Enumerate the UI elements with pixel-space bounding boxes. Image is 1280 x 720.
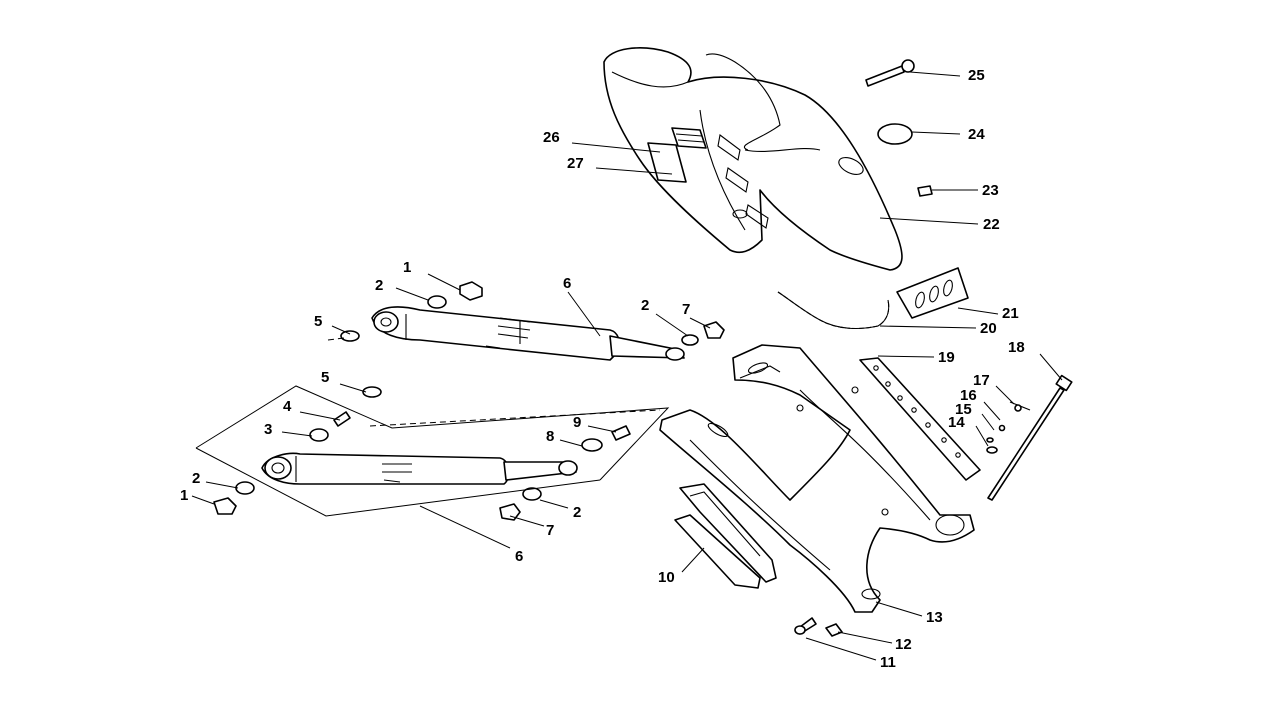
callout-15: 15 [955, 401, 972, 418]
callout-23: 23 [982, 182, 999, 199]
callout-5-upper: 5 [314, 313, 322, 330]
screw [917, 185, 933, 197]
callout-2-lower-right: 2 [573, 504, 581, 521]
decal [647, 127, 707, 183]
callout-21: 21 [1002, 305, 1019, 322]
callout-7-upper: 7 [682, 301, 690, 318]
plug [877, 123, 913, 145]
callout-1-lower: 1 [180, 487, 188, 504]
callout-13: 13 [926, 609, 943, 626]
swing-arm [659, 344, 975, 613]
plate [896, 267, 969, 319]
callout-5-lower: 5 [321, 369, 329, 386]
assembly-bracket [195, 385, 670, 517]
callout-11: 11 [880, 654, 896, 671]
callout-1-upper: 1 [403, 259, 411, 276]
bolt [865, 59, 915, 87]
callout-25: 25 [968, 67, 985, 84]
callout-2-upper-left: 2 [375, 277, 383, 294]
chain-slider [674, 483, 777, 589]
leader-lines [191, 71, 1063, 661]
callout-7-lower: 7 [546, 522, 554, 539]
hardware [213, 281, 843, 637]
callout-26: 26 [543, 129, 560, 146]
callout-20: 20 [980, 320, 997, 337]
callout-8: 8 [546, 428, 554, 445]
callout-16: 16 [960, 387, 977, 404]
callout-18: 18 [1008, 339, 1025, 356]
callout-17: 17 [973, 372, 990, 389]
callout-27: 27 [567, 155, 584, 172]
callout-2-upper-right: 2 [641, 297, 649, 314]
callout-24: 24 [968, 126, 985, 143]
callout-2-lower-left: 2 [192, 470, 200, 487]
chain-guard [603, 47, 903, 271]
shock-absorber [371, 306, 685, 361]
callout-9: 9 [573, 414, 581, 431]
callout-3: 3 [264, 421, 272, 438]
callout-14: 14 [948, 414, 965, 431]
shock-absorber [261, 452, 578, 485]
callout-19: 19 [938, 349, 955, 366]
callout-labels: 25 24 23 22 26 27 21 20 19 18 17 16 15 1… [180, 67, 1025, 671]
callout-6-upper: 6 [563, 275, 571, 292]
callout-6-lower: 6 [515, 548, 523, 565]
callout-22: 22 [983, 216, 1000, 233]
bracket-strip [859, 357, 981, 481]
callout-10: 10 [658, 569, 675, 586]
callout-12: 12 [895, 636, 912, 653]
drive-chain [777, 291, 890, 330]
axle [987, 374, 1073, 501]
callout-4: 4 [283, 398, 292, 415]
